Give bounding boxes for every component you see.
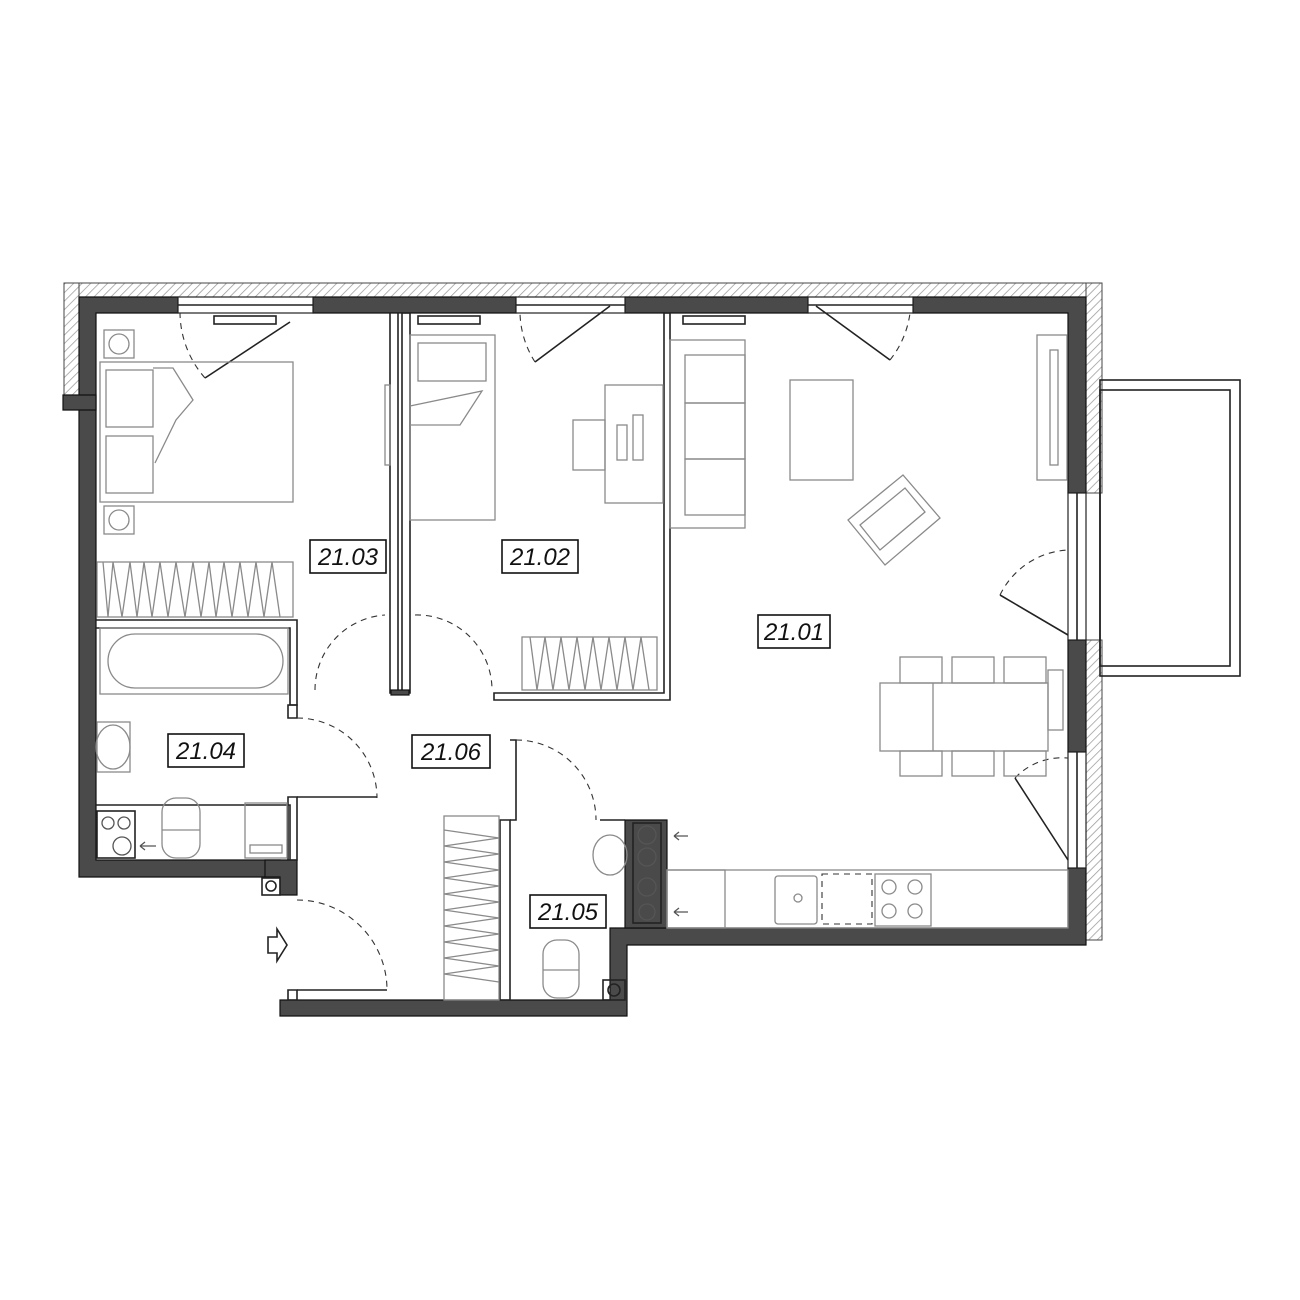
wardrobe [521, 636, 658, 691]
room-label-21-06: 21.06 [411, 734, 491, 769]
bed-double [99, 329, 294, 535]
wardrobe [443, 815, 500, 1001]
desk [572, 384, 664, 504]
tv-unit [1036, 334, 1068, 481]
room-label-21-01: 21.01 [757, 614, 831, 649]
washbasin [592, 834, 628, 876]
vent-shafts [96, 810, 626, 1001]
sofa [669, 339, 746, 529]
washing-machine [244, 802, 288, 859]
windows [177, 296, 1087, 869]
entrance-arrow-icon [267, 926, 288, 964]
svg-text:21.05: 21.05 [537, 899, 599, 926]
doors [296, 549, 1069, 991]
room-label-21-03: 21.03 [309, 539, 387, 574]
bathtub [99, 627, 289, 695]
toilet [542, 939, 580, 999]
washbasin [95, 721, 131, 773]
bed-single [409, 334, 496, 521]
svg-text:21.03: 21.03 [317, 544, 379, 571]
toilet [161, 797, 201, 859]
wardrobe [96, 561, 294, 618]
dining-table [879, 656, 1064, 777]
svg-text:21.01: 21.01 [763, 619, 824, 646]
svg-text:21.02: 21.02 [509, 544, 570, 571]
room-label-21-05: 21.05 [529, 894, 607, 929]
svg-text:21.06: 21.06 [420, 739, 482, 766]
insulation [63, 282, 1103, 941]
interior-walls [96, 312, 671, 1001]
armchair [847, 474, 941, 566]
room-label-21-04: 21.04 [167, 733, 245, 768]
room-label-21-02: 21.02 [501, 539, 579, 574]
coffee-table [789, 379, 854, 481]
boiler [101, 816, 156, 856]
kitchen-counter [666, 869, 1069, 929]
balcony [1099, 379, 1241, 677]
svg-text:21.04: 21.04 [175, 738, 236, 765]
utility-shaft [632, 822, 688, 924]
